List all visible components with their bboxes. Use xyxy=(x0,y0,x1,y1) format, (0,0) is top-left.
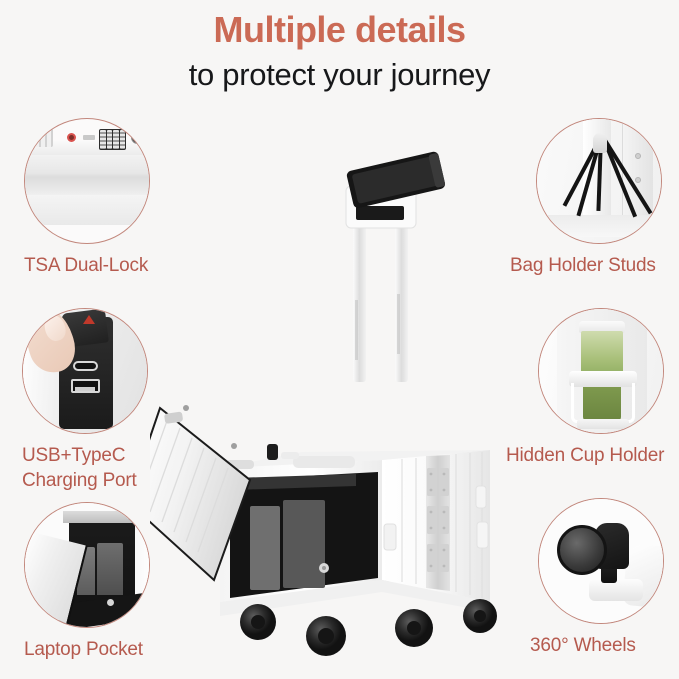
callout-label-cup: Hidden Cup Holder xyxy=(506,445,665,466)
headline-secondary: to protect your journey xyxy=(188,57,491,92)
headline-primary: Multiple details xyxy=(213,9,466,50)
combination-lock-icon xyxy=(24,118,150,244)
callout-360-wheels: 360° Wheels xyxy=(530,498,664,658)
callout-label-tsa: TSA Dual-Lock xyxy=(24,255,149,276)
bag-strap-stud-icon xyxy=(536,118,662,244)
callout-label-wheels: 360° Wheels xyxy=(530,635,636,656)
callout-label-usb: USB+TypeC Charging Port xyxy=(22,445,137,491)
callout-label-laptop: Laptop Pocket xyxy=(24,639,143,660)
callout-hidden-cup-holder: Hidden Cup Holder xyxy=(506,308,664,468)
callout-bag-holder-studs: Bag Holder Studs xyxy=(510,118,662,278)
wheel xyxy=(463,599,497,633)
wheel xyxy=(240,604,276,640)
laptop-compartment-icon xyxy=(24,502,150,628)
callout-usb-charging-port: USB+TypeC Charging Port xyxy=(22,308,148,493)
page-title: Multiple details to protect your journey xyxy=(0,8,679,96)
front-compartment-interior xyxy=(230,472,378,598)
suitcase-hero-image xyxy=(150,150,540,660)
telescoping-handle xyxy=(353,216,408,382)
usb-port-icon xyxy=(22,308,148,434)
wheels-assembly xyxy=(220,580,497,656)
cup-holder-icon xyxy=(538,308,664,434)
spinner-wheel-icon xyxy=(538,498,664,624)
front-lid-panel xyxy=(150,405,252,582)
callout-label-studs: Bag Holder Studs xyxy=(510,255,656,276)
callout-tsa-dual-lock: TSA Dual-Lock xyxy=(24,118,150,278)
wheel xyxy=(395,609,433,647)
wheel xyxy=(306,616,346,656)
phone-holder xyxy=(345,151,446,229)
callout-laptop-pocket: Laptop Pocket xyxy=(24,502,150,662)
